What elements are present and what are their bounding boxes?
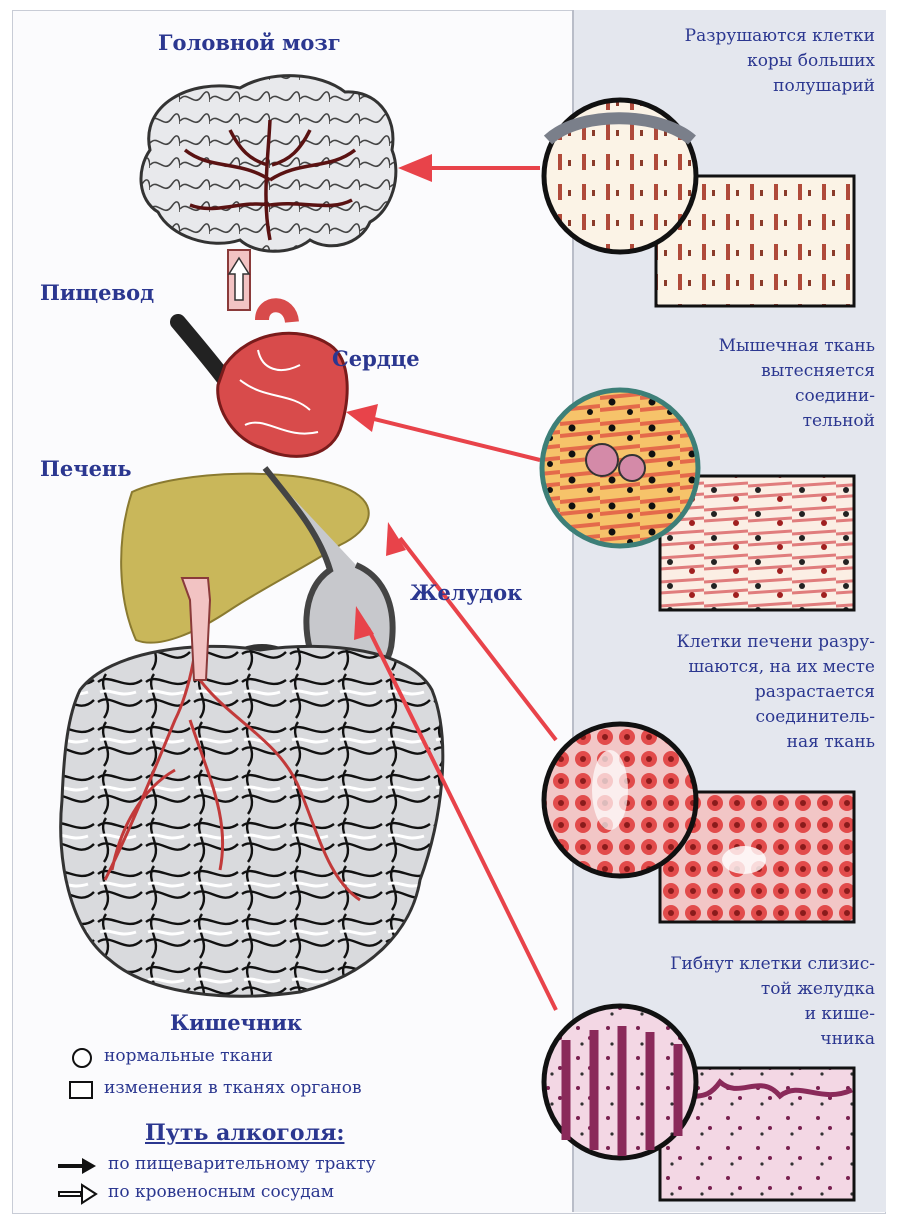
square-icon	[70, 1082, 92, 1098]
note-brain: Разрушаются клетки коры больших полушари…	[575, 24, 875, 99]
note-brain-line: Разрушаются клетки	[575, 24, 875, 49]
label-heart: Сердце	[332, 346, 420, 371]
circle-icon	[73, 1049, 91, 1067]
arrow-solid-icon	[82, 1158, 96, 1174]
legend-digestive: по пищеварительному тракту	[108, 1154, 376, 1174]
note-stomach-line: Гибнут клетки слизис-	[575, 952, 875, 977]
legend-shapes	[58, 1049, 96, 1203]
label-intestine: Кишечник	[170, 1010, 302, 1035]
note-heart-line: соедини-	[575, 384, 875, 409]
note-stomach: Гибнут клетки слизис- той желудка и кише…	[575, 952, 875, 1052]
label-esophagus: Пищевод	[40, 280, 154, 305]
note-stomach-line: чника	[575, 1027, 875, 1052]
note-liver: Клетки печени разру- шаются, на их месте…	[575, 630, 875, 755]
heart-icon	[218, 305, 347, 456]
note-liver-line: соединитель-	[575, 705, 875, 730]
note-liver-line: Клетки печени разру-	[575, 630, 875, 655]
note-liver-line: разрастается	[575, 680, 875, 705]
legend-path-title: Путь алкоголя:	[145, 1120, 344, 1146]
brain-tissue-samples	[544, 100, 854, 306]
brain-icon	[141, 76, 396, 310]
note-brain-line: коры больших	[575, 49, 875, 74]
note-heart-line: вытесняется	[575, 359, 875, 384]
note-heart: Мышечная ткань вытесняется соедини- тель…	[575, 334, 875, 434]
arrow-hollow-icon	[82, 1185, 96, 1203]
legend-blood: по кровеносным сосудам	[108, 1182, 334, 1202]
note-liver-line: ная ткань	[575, 730, 875, 755]
legend-normal: нормальные ткани	[104, 1046, 273, 1066]
note-stomach-line: и кише-	[575, 1002, 875, 1027]
note-heart-line: тельной	[575, 409, 875, 434]
label-stomach: Желудок	[410, 580, 522, 605]
note-stomach-line: той желудка	[575, 977, 875, 1002]
note-heart-line: Мышечная ткань	[575, 334, 875, 359]
label-liver: Печень	[40, 456, 132, 481]
legend-changed: изменения в тканях органов	[104, 1078, 362, 1098]
note-brain-line: полушарий	[575, 74, 875, 99]
note-liver-line: шаются, на их месте	[575, 655, 875, 680]
label-brain: Головной мозг	[158, 30, 341, 55]
